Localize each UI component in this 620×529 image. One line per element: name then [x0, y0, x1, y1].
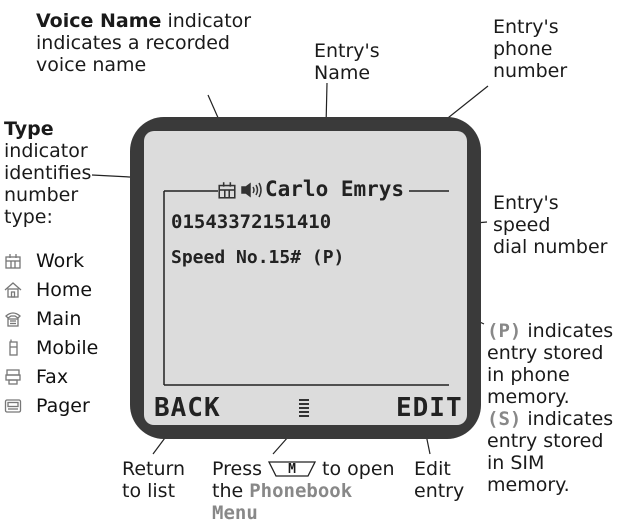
voice-name-callout: Voice Name indicator indicates a recorde… — [36, 10, 252, 76]
voice-name-icon — [241, 182, 262, 198]
type-row-fax: Fax — [4, 366, 68, 388]
entry-name-callout: Entry's Name — [314, 40, 380, 84]
display-frame — [163, 190, 449, 386]
entry-name-text: Carlo Emrys — [265, 177, 405, 201]
fax-icon — [5, 369, 21, 385]
work-icon — [5, 254, 21, 269]
memory-location-callout: (P) indicates entry stored in phone memo… — [487, 320, 614, 496]
type-row-home: Home — [4, 279, 92, 301]
type-callout: Type indicator identifies number type: — [4, 118, 92, 228]
type-row-work: Work — [4, 250, 84, 272]
work-icon — [218, 182, 236, 199]
phone-number-callout: Entry's phone number — [493, 16, 568, 82]
speed-dial-callout: Entry's speed dial number — [493, 192, 608, 258]
edit-softkey[interactable]: EDIT — [396, 393, 463, 423]
type-row-pager: Pager — [4, 395, 90, 417]
menu-callout: Press M to open the Phonebook Menu — [212, 458, 395, 524]
back-callout: Return to list — [122, 458, 186, 502]
home-icon — [4, 282, 22, 298]
pager-icon — [4, 399, 22, 413]
menu-key-icon: M — [268, 460, 317, 478]
phone-display-bezel: Carlo Emrys 01543372151410 Speed No.15# … — [130, 117, 481, 439]
type-row-mobile: Mobile — [4, 337, 98, 359]
main-phone-icon — [5, 312, 21, 327]
edit-callout: Edit entry — [414, 458, 465, 502]
phone-display: Carlo Emrys 01543372151410 Speed No.15# … — [144, 131, 467, 425]
phone-number-text: 01543372151410 — [171, 211, 332, 233]
menu-icon[interactable] — [297, 398, 311, 418]
speed-dial-text: Speed No.15# (P) — [171, 247, 345, 268]
type-row-main: Main — [4, 308, 81, 330]
back-softkey[interactable]: BACK — [154, 393, 221, 423]
mobile-icon — [9, 339, 18, 356]
